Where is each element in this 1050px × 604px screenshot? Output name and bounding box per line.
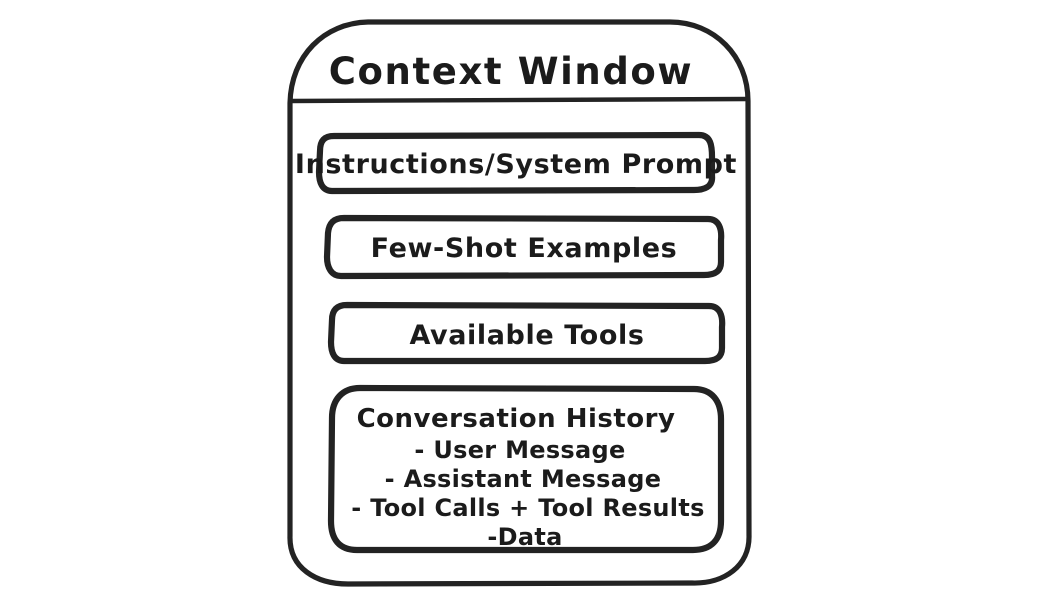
history-item-data: -Data (487, 523, 562, 551)
block-available-tools-label: Available Tools (409, 320, 644, 351)
block-few-shot-label: Few-Shot Examples (371, 233, 678, 264)
history-item-assistant-message: - Assistant Message (385, 465, 662, 493)
conversation-history-heading: Conversation History (357, 404, 676, 434)
block-available-tools (327, 301, 726, 365)
page-title: Context Window (329, 50, 693, 93)
block-instructions-label: Instructions/System Prompt (295, 149, 737, 180)
block-conversation-history (327, 384, 725, 554)
history-item-user-message: - User Message (414, 436, 625, 464)
block-instructions (315, 131, 716, 195)
history-item-tool-calls: - Tool Calls + Tool Results (351, 494, 704, 522)
block-few-shot (323, 214, 725, 280)
title-divider (288, 96, 751, 104)
